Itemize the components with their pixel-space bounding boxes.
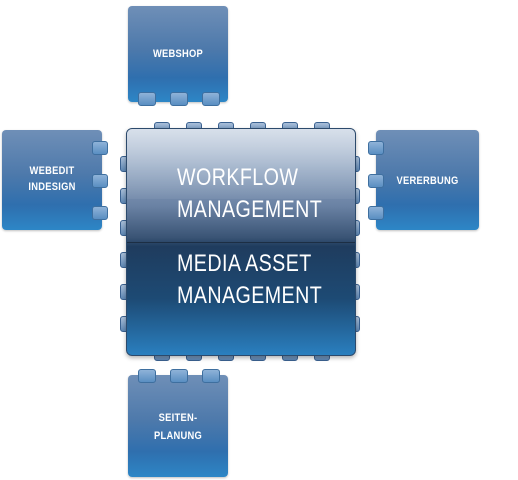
connector-pin <box>138 369 156 383</box>
connector-pin <box>170 369 188 383</box>
connector-pin <box>368 141 384 155</box>
chip-divider <box>127 242 355 243</box>
module-webedit-label-line1: WEBEDIT <box>29 165 75 177</box>
connector-pin <box>92 141 108 155</box>
module-vererbung-label: VERERBUNG <box>396 175 459 187</box>
module-seitenplanung: SEITEN- PLANUNG <box>128 375 228 477</box>
media-asset-title-line2: MANAGEMENT <box>177 282 323 309</box>
connector-pin <box>170 92 188 106</box>
connector-pin <box>138 92 156 106</box>
connector-pin <box>92 206 108 220</box>
connector-pin <box>368 174 384 188</box>
workflow-title-line1: WORKFLOW <box>177 164 299 191</box>
central-chip: WORKFLOW MANAGEMENT MEDIA ASSET MANAGEME… <box>126 128 356 356</box>
module-webedit-label-line2: INDESIGN <box>28 181 76 193</box>
connector-pin <box>92 174 108 188</box>
connector-pin <box>202 92 220 106</box>
connector-pin <box>202 369 220 383</box>
module-seitenplanung-label-line1: SEITEN- <box>158 412 198 424</box>
media-asset-title-line1: MEDIA ASSET <box>177 250 312 277</box>
module-webshop: WEBSHOP <box>128 6 228 102</box>
module-seitenplanung-label-line2: PLANUNG <box>153 430 203 442</box>
chip-gloss <box>127 129 355 199</box>
connector-pin <box>368 206 384 220</box>
module-webedit-indesign: WEBEDIT INDESIGN <box>2 130 102 230</box>
module-webshop-label: WEBSHOP <box>152 48 204 60</box>
module-vererbung: VERERBUNG <box>376 130 479 230</box>
workflow-title-line2: MANAGEMENT <box>177 196 323 223</box>
